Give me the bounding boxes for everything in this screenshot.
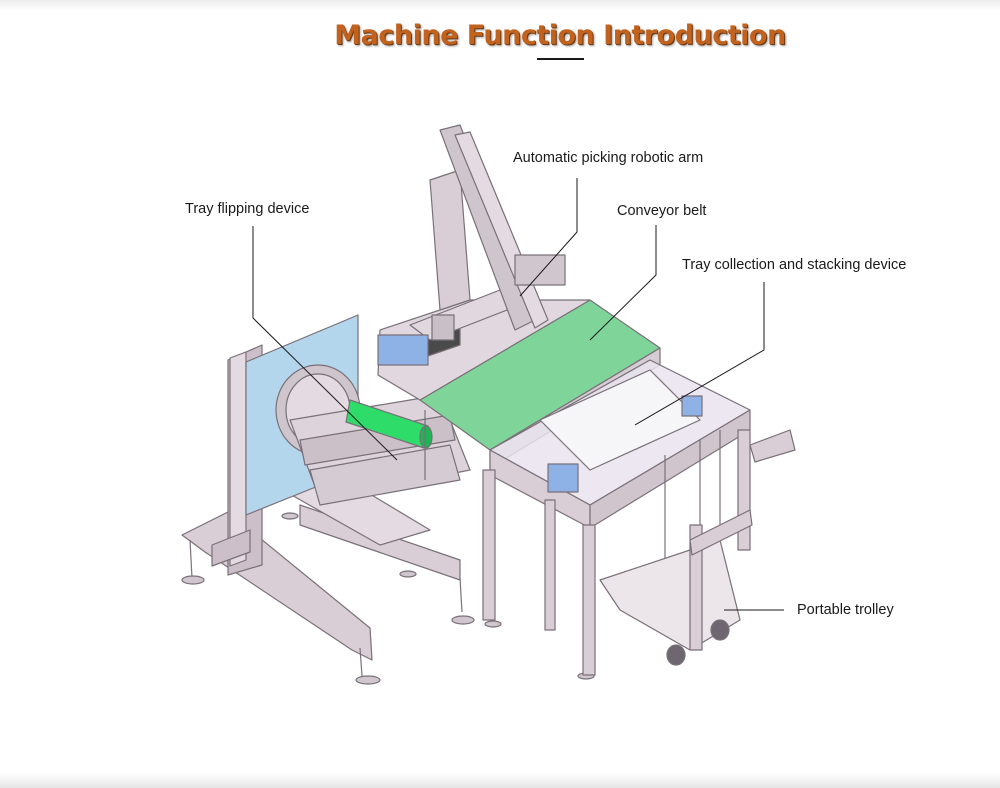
portable-trolley	[599, 429, 796, 666]
leader-robotic-arm	[519, 178, 578, 297]
leader-conveyor-belt	[589, 225, 657, 341]
top-band	[0, 0, 1000, 10]
bottom-band	[0, 773, 1000, 788]
leader-tray-flipping-device	[252, 226, 398, 461]
leveling-feet	[181, 512, 595, 685]
label-tray-collection-device: Tray collection and stacking device	[682, 257, 907, 273]
label-conveyor-belt: Conveyor belt	[617, 203, 707, 219]
flipper-base-frame	[181, 344, 463, 677]
green-roller	[345, 399, 433, 449]
label-robotic-arm: Automatic picking robotic arm	[513, 150, 704, 166]
robotic-arm	[377, 124, 566, 366]
leader-tray-collection-device	[634, 282, 765, 426]
page-title: Machine Function Introduction	[334, 20, 786, 51]
label-tray-flipping-device: Tray flipping device	[185, 201, 310, 217]
label-portable-trolley: Portable trolley	[797, 602, 894, 618]
leader-lines	[252, 178, 784, 611]
title-underline	[537, 58, 584, 60]
